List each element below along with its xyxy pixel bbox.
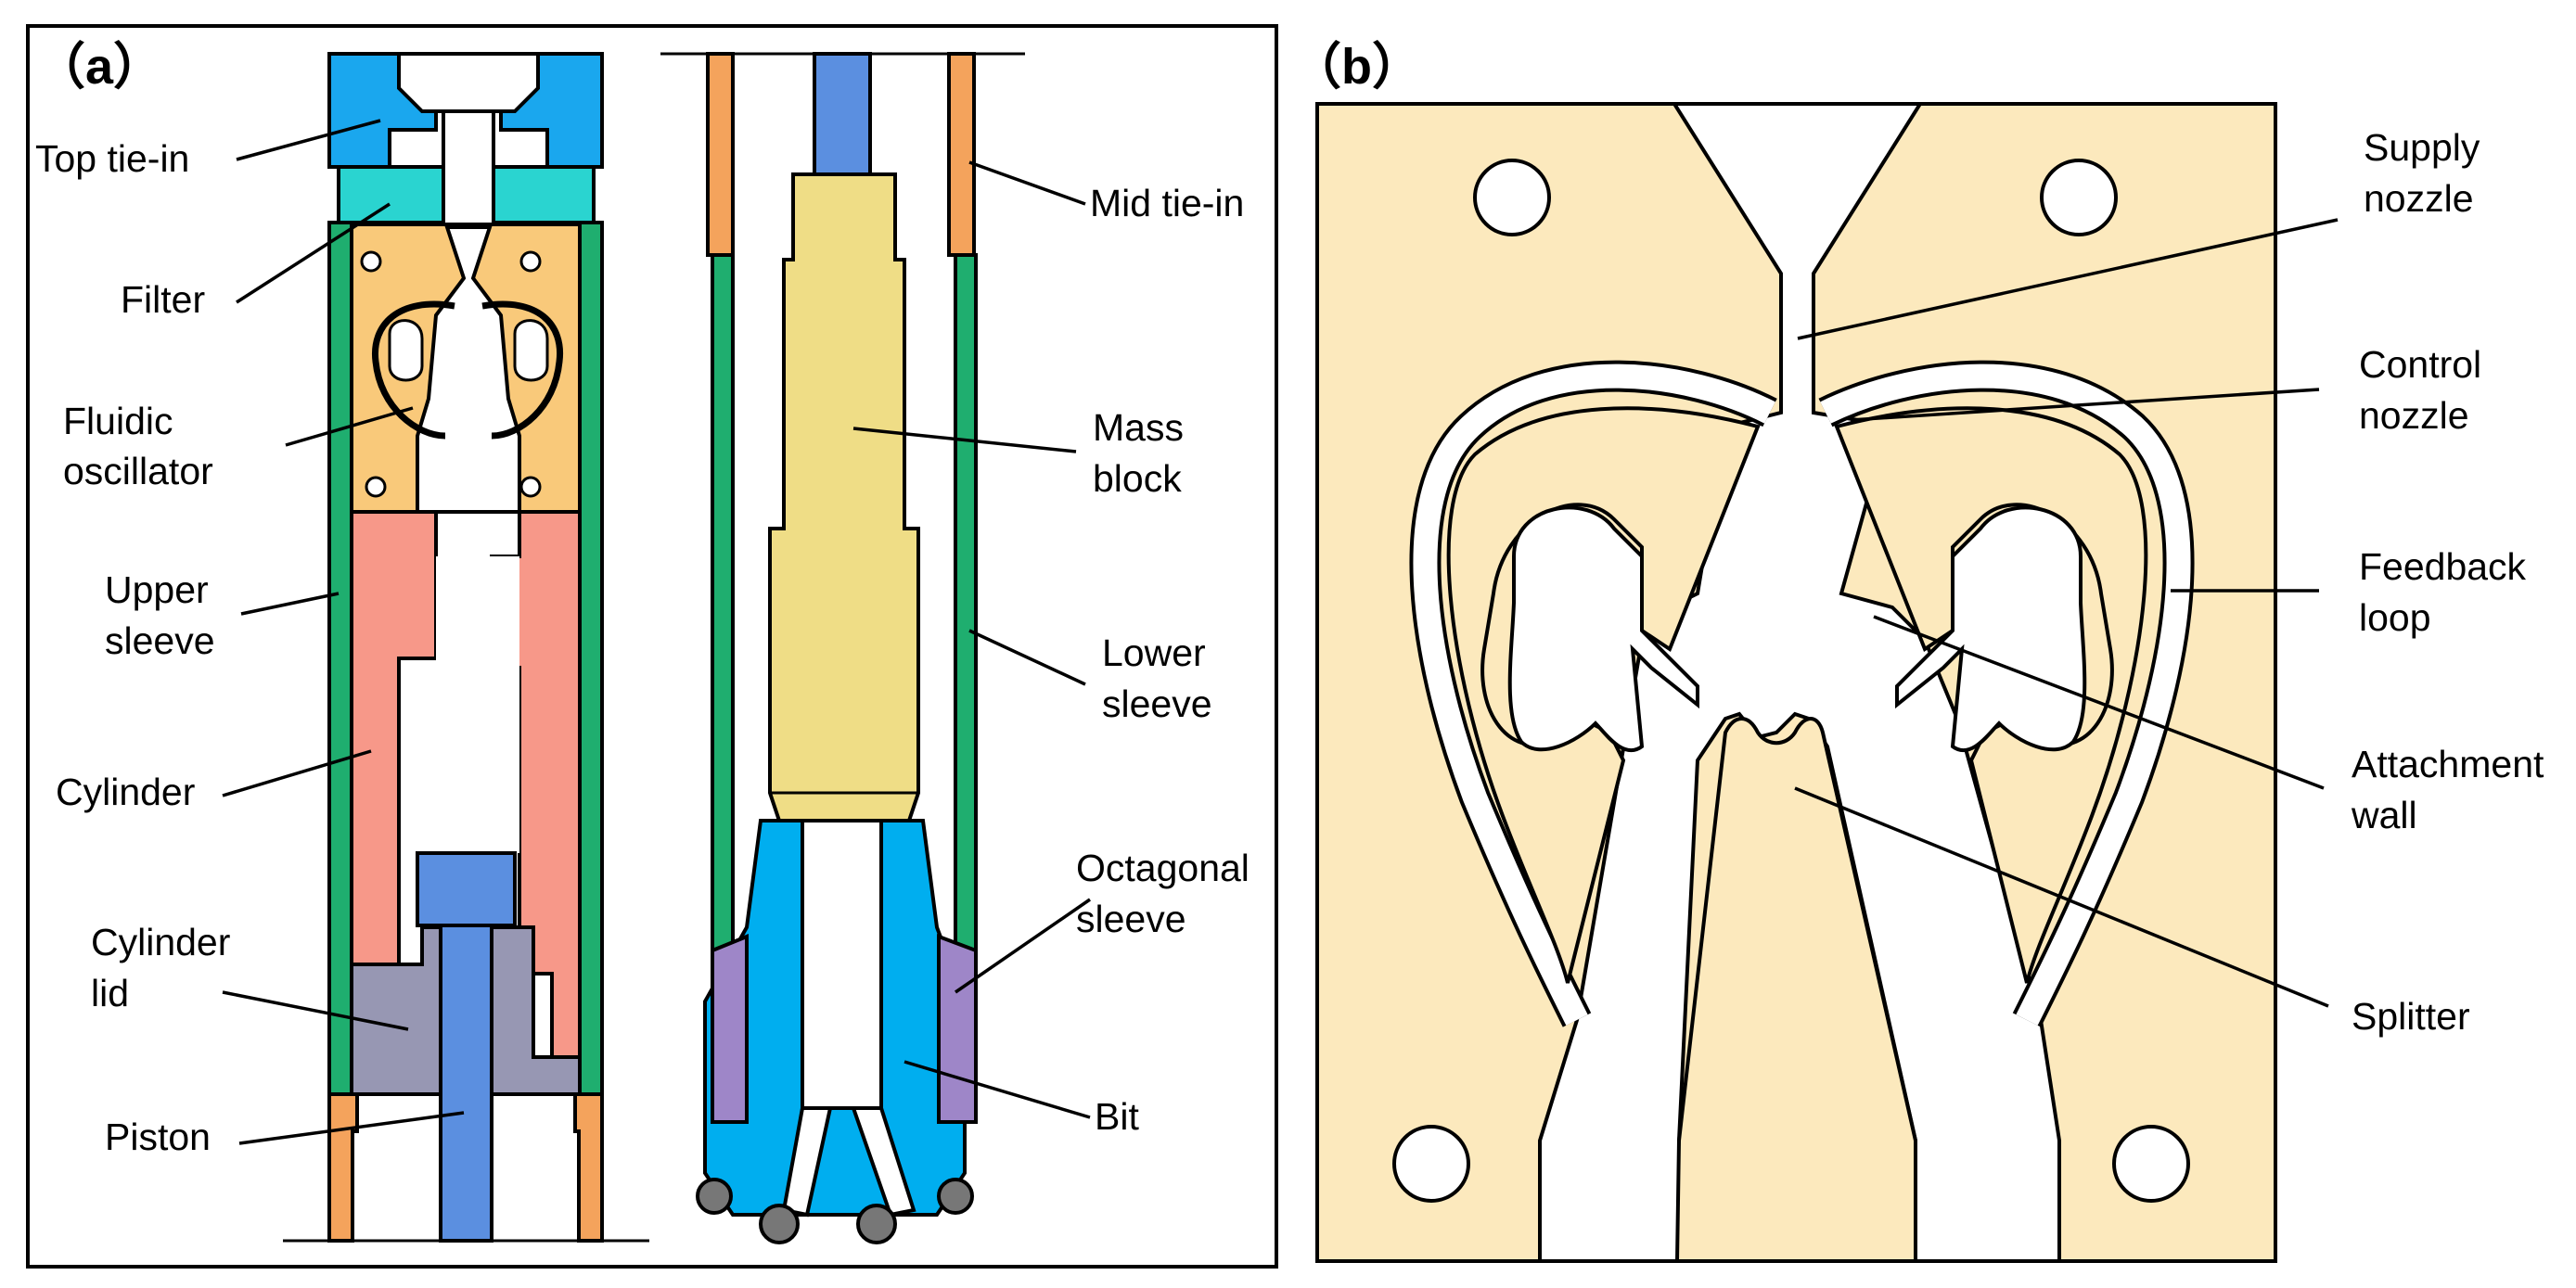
left-lobe-insert [1446, 406, 1761, 984]
label-mass-block-2: block [1093, 457, 1182, 500]
panel-b-tag: （b） [1291, 39, 1422, 95]
oscillator-left-pocket [388, 319, 424, 382]
cutter-1 [696, 1178, 733, 1215]
upper-tool [283, 52, 649, 1243]
bolt-hole-3 [365, 476, 387, 498]
cutter-3 [856, 1204, 897, 1244]
label-octagonal-sleeve-1: Octagonal [1076, 847, 1250, 889]
cutter-2 [759, 1204, 800, 1244]
bit-nozzle-left [781, 1106, 833, 1218]
mount-hole-bottom-left [1392, 1125, 1470, 1203]
mid-tie-in-right [947, 52, 976, 257]
piston-rod [439, 924, 493, 1243]
label-attachment-wall-2: wall [2351, 794, 2417, 836]
label-lower-sleeve-1: Lower [1102, 631, 1206, 674]
label-lower-sleeve-2: sleeve [1102, 682, 1212, 725]
feedback-loop-inner-right [1820, 363, 2191, 1026]
label-cylinder-lid-2: lid [91, 972, 129, 1014]
label-mid-tie-in: Mid tie-in [1090, 182, 1244, 224]
left-pocket [1507, 505, 1699, 753]
right-pocket [1895, 505, 2087, 753]
label-fluidic-oscillator-1: Fluidic [63, 400, 173, 442]
label-control-nozzle-1: Control [2359, 343, 2481, 386]
splitter [1674, 717, 1917, 1263]
label-filter: Filter [121, 278, 205, 321]
mount-hole-top-left [1473, 159, 1551, 236]
lower-tool [660, 52, 1025, 1244]
cylinder-bore [436, 556, 519, 853]
label-feedback-loop-2: loop [2359, 596, 2431, 639]
panel-a-leaders [222, 119, 1091, 1145]
label-attachment-wall-1: Attachment [2352, 743, 2544, 785]
bolt-hole-4 [519, 476, 542, 498]
bit-bore [801, 819, 883, 1110]
label-bit: Bit [1095, 1095, 1139, 1138]
upper-sleeve-left-wall [327, 221, 353, 1170]
piston-rod-upper [813, 52, 872, 176]
bolt-hole-1 [360, 250, 382, 273]
mount-hole-bottom-right [2112, 1125, 2190, 1203]
panel-b-labels: Supply nozzle Control nozzle Feedback lo… [2351, 126, 2544, 1038]
label-fluidic-oscillator-2: oscillator [63, 450, 213, 492]
panel-a-frame [26, 24, 1278, 1269]
feedback-loop-inner-left [1413, 363, 1775, 1026]
panel-a-labels: Top tie-in Filter Fluidic oscillator Upp… [35, 137, 1250, 1158]
label-feedback-loop-1: Feedback [2359, 545, 2527, 588]
oscillator-right-pocket [513, 319, 549, 382]
piston-head [416, 851, 517, 927]
label-cylinder: Cylinder [56, 771, 195, 813]
octagonal-sleeve-left [711, 934, 749, 1124]
label-top-tie-in: Top tie-in [35, 137, 189, 180]
label-supply-nozzle-2: nozzle [2364, 177, 2474, 220]
bottom-tie-in-right [573, 1092, 604, 1243]
panel-a-tag: （a） [35, 39, 163, 95]
oscillator-plate [1315, 102, 2277, 1263]
label-cylinder-lid-1: Cylinder [91, 921, 230, 963]
top-tie-in-bore [442, 109, 495, 234]
right-lobe-insert [1834, 406, 2148, 984]
label-splitter: Splitter [2352, 995, 2470, 1038]
mount-hole-top-right [2040, 159, 2118, 236]
label-upper-sleeve-1: Upper [105, 568, 209, 611]
bolt-hole-2 [519, 250, 542, 273]
top-tie-in-cap [397, 52, 540, 113]
label-octagonal-sleeve-2: sleeve [1076, 898, 1186, 940]
bottom-tie-in-left [327, 1092, 359, 1243]
mass-block [768, 172, 920, 823]
mid-tie-in-left [706, 52, 735, 257]
lower-sleeve-right [954, 253, 978, 999]
label-supply-nozzle-1: Supply [2364, 126, 2480, 169]
oscillator-right-loop [481, 300, 564, 440]
label-control-nozzle-2: nozzle [2359, 394, 2469, 437]
bit-nozzle-right [851, 1106, 916, 1218]
label-piston: Piston [105, 1116, 211, 1158]
cutter-4 [937, 1178, 974, 1215]
label-mass-block-1: Mass [1093, 406, 1184, 449]
upper-sleeve-right-wall [578, 221, 604, 1170]
oscillator-left-loop [371, 300, 455, 440]
label-upper-sleeve-2: sleeve [105, 619, 215, 662]
octagonal-sleeve-right [937, 934, 978, 1124]
panel-b-leaders [1794, 218, 2339, 1008]
lower-sleeve-left [711, 253, 735, 1017]
